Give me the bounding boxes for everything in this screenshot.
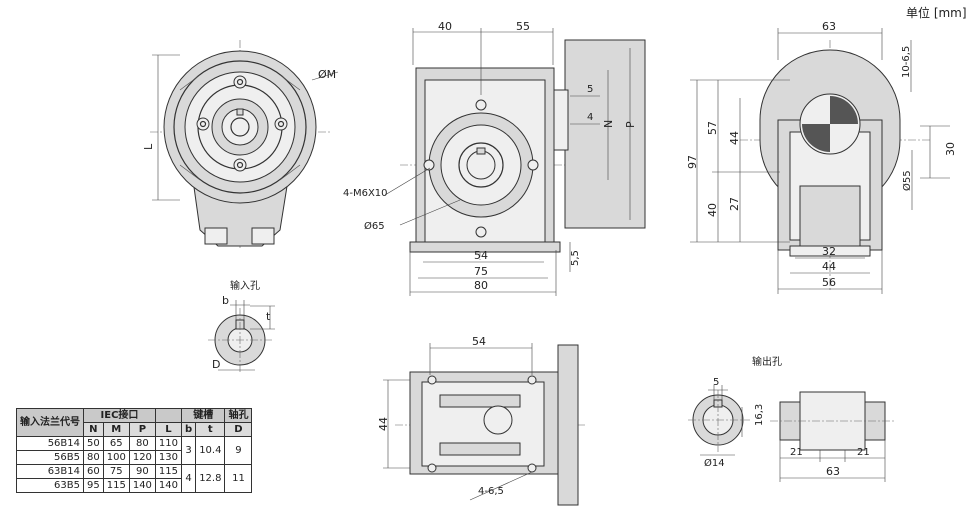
cell-l: 130 <box>154 450 183 465</box>
unit-label: 单位 [mm] <box>906 6 967 20</box>
end-dim-55: Ø55 <box>901 170 913 191</box>
th-shaft: 轴孔 <box>224 408 253 423</box>
end-dim-97: 97 <box>686 155 699 169</box>
th-l: L <box>154 422 183 437</box>
output-hole-detail <box>688 385 895 482</box>
cell-n: 80 <box>83 450 104 465</box>
output-dim-63: 63 <box>826 465 840 478</box>
table-row: 63B5 95 115 140 140 <box>16 478 252 493</box>
th-key: 键槽 <box>181 408 226 423</box>
spec-table: 输入法兰代号 IEC接口 键槽 轴孔 N M P L b t D 56B14 5… <box>16 408 253 493</box>
end-dim-63: 63 <box>822 20 836 33</box>
end-dim-44w: 44 <box>822 260 836 273</box>
input-hole-d-label: D <box>212 358 220 371</box>
table-row: 63B14 60 75 90 115 4 12.8 11 <box>16 464 253 493</box>
end-dim-30: 30 <box>944 142 957 156</box>
cell-p: 90 <box>128 464 156 479</box>
cell-l: 140 <box>154 478 183 493</box>
bottom-view <box>383 343 585 506</box>
bottom-dim-44: 44 <box>377 417 390 431</box>
cell-t: 10.4 <box>195 436 226 465</box>
end-view <box>690 28 950 294</box>
cell-p: 140 <box>128 478 156 493</box>
end-dim-10-65: 10-6,5 <box>901 46 912 78</box>
th-b: b <box>181 422 197 437</box>
th-m: M <box>102 422 130 437</box>
side-view <box>384 28 646 296</box>
side-dim-bolts: 4-M6X10 <box>343 188 388 199</box>
cell-p: 80 <box>128 436 156 451</box>
end-dim-56: 56 <box>822 276 836 289</box>
th-t: t <box>195 422 226 437</box>
side-dim-n: N <box>602 120 615 128</box>
cell-m: 75 <box>102 464 130 479</box>
th-d: D <box>224 422 253 437</box>
front-view-m-label: ØM <box>318 68 336 81</box>
th-flange-code: 输入法兰代号 <box>16 408 84 437</box>
th-iec: IEC接口 <box>83 408 156 423</box>
side-dim-55b: 5,5 <box>570 250 581 266</box>
th-p: P <box>128 422 156 437</box>
output-dim-163: 16,3 <box>754 404 765 426</box>
output-hole-title: 输出孔 <box>752 355 782 368</box>
front-view-l-label: L <box>142 143 155 150</box>
table-row: 56B14 50 65 80 110 3 10.4 9 <box>16 436 253 465</box>
end-dim-40: 40 <box>706 203 719 217</box>
output-dim-21a: 21 <box>790 447 803 458</box>
input-hole-b-label: b <box>222 294 229 307</box>
cell-b: 4 <box>181 464 197 493</box>
cell-code: 56B14 <box>16 436 84 451</box>
cell-t: 12.8 <box>195 464 226 493</box>
cell-l: 115 <box>154 464 183 479</box>
end-dim-57: 57 <box>706 121 719 135</box>
cell-b: 3 <box>181 436 197 465</box>
cell-n: 60 <box>83 464 104 479</box>
cell-p: 120 <box>128 450 156 465</box>
side-dim-pcd: Ø65 <box>364 220 385 232</box>
cell-m: 65 <box>102 436 130 451</box>
end-dim-32: 32 <box>822 245 836 258</box>
cell-d: 11 <box>224 464 253 493</box>
cell-m: 115 <box>102 478 130 493</box>
cell-d: 9 <box>224 436 253 465</box>
cell-code: 63B5 <box>16 478 84 493</box>
cell-code: 63B14 <box>16 464 84 479</box>
cell-n: 95 <box>83 478 104 493</box>
output-dim-key5: 5 <box>713 377 719 388</box>
cell-l: 110 <box>154 436 183 451</box>
side-dim-54: 54 <box>474 249 488 262</box>
end-dim-27: 27 <box>728 197 741 211</box>
front-view <box>150 40 339 250</box>
side-dim-75: 75 <box>474 265 488 278</box>
end-dim-44: 44 <box>728 131 741 145</box>
side-dim-55: 55 <box>516 20 530 33</box>
side-dim-key5: 5 <box>587 84 593 95</box>
th-l-blank <box>154 408 183 423</box>
cell-n: 50 <box>83 436 104 451</box>
th-n: N <box>83 422 104 437</box>
output-dim-21b: 21 <box>857 447 870 458</box>
input-hole-title: 输入孔 <box>230 279 260 292</box>
input-hole-detail <box>208 300 275 372</box>
cell-code: 56B5 <box>16 450 84 465</box>
side-dim-40: 40 <box>438 20 452 33</box>
output-dim-14: Ø14 <box>704 457 725 469</box>
bottom-dim-54: 54 <box>472 335 486 348</box>
side-dim-key4: 4 <box>587 112 593 123</box>
side-dim-80: 80 <box>474 279 488 292</box>
input-hole-t-label: t <box>266 310 271 323</box>
bottom-dim-holes: 4-6,5 <box>478 486 504 497</box>
side-dim-p: P <box>624 121 637 128</box>
cell-m: 100 <box>102 450 130 465</box>
